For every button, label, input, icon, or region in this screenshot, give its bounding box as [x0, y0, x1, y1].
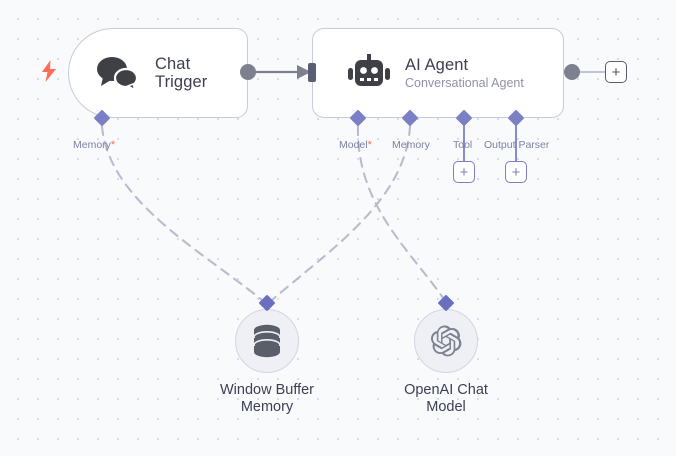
plus-icon: +	[511, 163, 521, 181]
connection-agent-model-to-openai	[356, 124, 445, 300]
add-node-button-output[interactable]: +	[605, 61, 627, 83]
node-chat-trigger-title-line1: Chat	[155, 54, 191, 73]
port-ai-agent-input[interactable]	[308, 63, 316, 82]
port-label-ai-agent-memory: Memory	[392, 139, 430, 151]
node-window-buffer-memory-label-line2: Memory	[240, 399, 294, 416]
node-ai-agent-subtitle: Conversational Agent	[405, 76, 524, 91]
node-window-buffer-memory[interactable]: Window Buffer Memory	[202, 309, 332, 417]
node-chat-trigger[interactable]: Chat Trigger	[68, 28, 248, 118]
port-label-ai-agent-model-required: *	[367, 139, 372, 151]
chat-bubbles-icon	[93, 49, 141, 97]
node-chat-trigger-title-line2: Trigger	[155, 73, 208, 91]
node-chat-trigger-text: Chat Trigger	[155, 55, 207, 92]
port-label-ai-agent-output-parser: Output Parser	[484, 139, 550, 151]
add-node-button-output-parser[interactable]: +	[505, 161, 527, 183]
connection-agent-memory-to-window-buffer	[270, 124, 412, 302]
openai-logo-icon	[430, 325, 462, 357]
node-openai-chat-model[interactable]: OpenAI Chat Model	[381, 309, 511, 417]
database-icon	[253, 324, 281, 358]
node-openai-chat-model-circle[interactable]	[414, 309, 478, 373]
lightning-bolt-icon	[41, 60, 57, 82]
port-label-ai-agent-tool: Tool	[453, 139, 473, 151]
node-window-buffer-memory-circle[interactable]	[235, 309, 299, 373]
port-ai-agent-output[interactable]	[564, 64, 580, 80]
node-ai-agent-text: AI Agent Conversational Agent	[405, 56, 524, 90]
node-openai-chat-model-label: OpenAI Chat Model	[404, 382, 488, 417]
node-openai-chat-model-label-line2: Model	[426, 399, 466, 416]
node-ai-agent-title: AI Agent	[405, 55, 469, 74]
node-openai-chat-model-label-line1: OpenAI Chat	[404, 382, 488, 398]
node-ai-agent[interactable]: AI Agent Conversational Agent	[312, 28, 564, 118]
node-window-buffer-memory-label-line1: Window Buffer	[219, 382, 315, 398]
port-label-ai-agent-model: Model*	[339, 139, 372, 151]
port-label-chat-trigger-memory-text: Memory	[73, 139, 111, 151]
plus-icon: +	[611, 63, 621, 81]
port-label-chat-trigger-memory-required: *	[110, 139, 116, 151]
port-chat-trigger-output[interactable]	[240, 64, 256, 80]
node-window-buffer-memory-label: Window Buffer Memory	[220, 382, 314, 417]
port-label-chat-trigger-memory: Memory*	[73, 139, 115, 151]
robot-icon	[347, 52, 391, 94]
plus-icon: +	[459, 163, 469, 181]
add-node-button-tool[interactable]: +	[453, 161, 475, 183]
connection-trigger-memory-to-window-buffer	[100, 124, 264, 302]
port-label-ai-agent-model-text: Model	[339, 139, 368, 151]
